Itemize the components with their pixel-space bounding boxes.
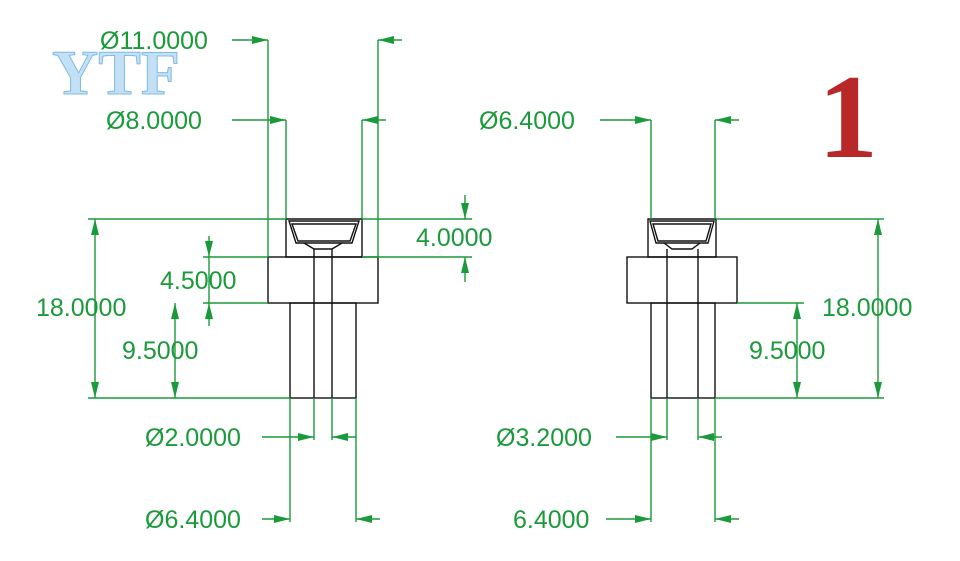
variant-number-badge: 1 [818,50,878,183]
left-height-9-5-label: 9.5000 [122,337,198,365]
right-height-18-label: 18.0000 [822,294,912,322]
left-dia-2-label: Ø2.0000 [145,424,241,452]
left-dia-11-label: Ø11.0000 [100,27,208,55]
right-height-9-5-label: 9.5000 [749,337,825,365]
right-dimension-lines [600,116,884,523]
right-dia-3-2-label: Ø3.2000 [496,424,592,452]
right-width-6-4-label: 6.4000 [513,506,589,534]
left-dia-6-4-label: Ø6.4000 [145,506,241,534]
left-height-4-5-label: 4.5000 [160,267,236,295]
left-height-18-label: 18.0000 [36,294,126,322]
right-part-outline [626,218,738,399]
right-dia-6-4-top-label: Ø6.4000 [479,107,575,135]
left-dia-8-label: Ø8.0000 [106,107,202,135]
left-part-outline [267,218,379,399]
left-dimension-lines [88,36,472,523]
left-height-4-label: 4.0000 [416,224,492,252]
ytf-logo: YTF [52,37,180,108]
